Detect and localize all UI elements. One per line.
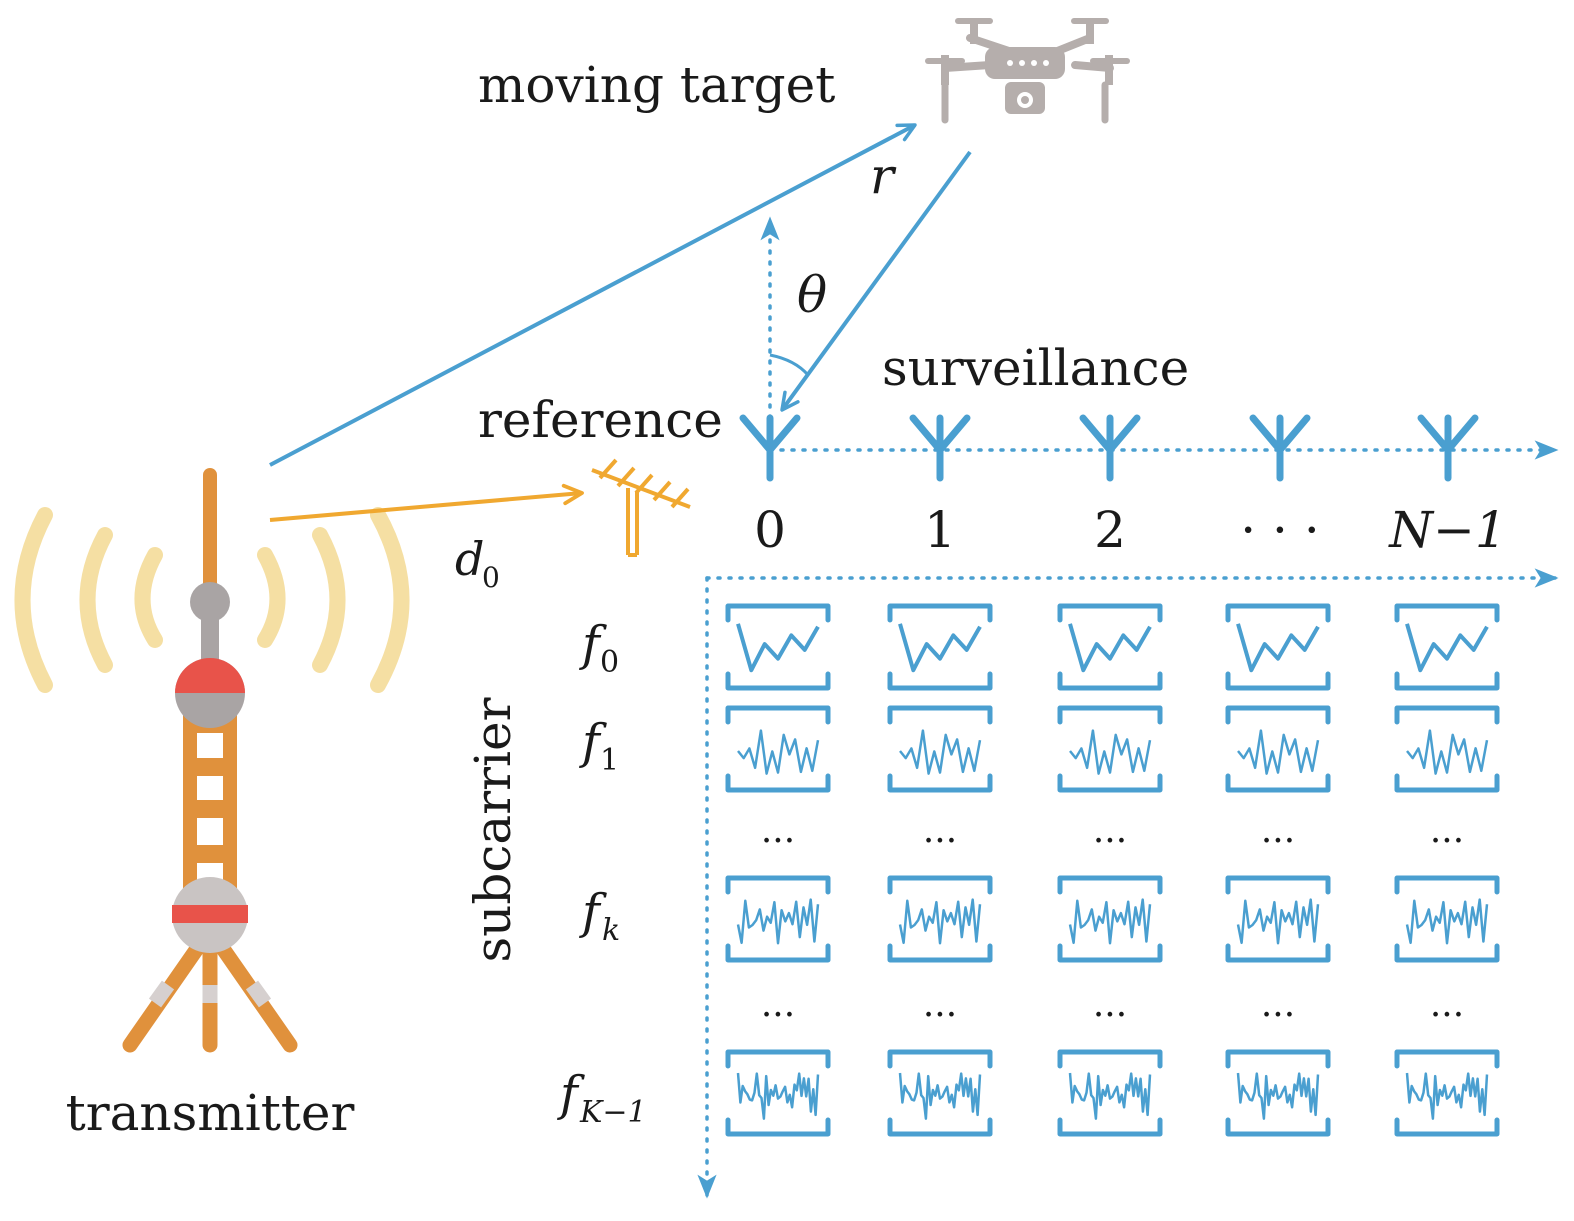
baseline-symbol: d (455, 532, 484, 586)
surveillance-antenna-icon (1417, 414, 1479, 482)
antenna-index: 1 (924, 501, 956, 559)
waveform (1405, 898, 1489, 945)
signal-box (887, 875, 993, 963)
waveform (1068, 898, 1152, 945)
surveillance-antennas (739, 414, 1479, 482)
waveform (1068, 1072, 1152, 1120)
transmitter-label: transmitter (66, 1084, 355, 1142)
signal-box (725, 875, 831, 963)
waveform (898, 1072, 982, 1120)
ellipsis: ··· (1261, 995, 1295, 1036)
radio-waves-icon (14, 507, 410, 693)
echo-path (780, 150, 972, 412)
ellipsis: ··· (761, 995, 795, 1036)
waveform (1069, 729, 1152, 775)
ellipsis: ··· (923, 821, 957, 862)
antenna-index: 0 (754, 501, 786, 559)
waveform (1405, 1072, 1489, 1120)
waveform (737, 729, 820, 775)
waveform (1237, 729, 1320, 775)
surveillance-indices: 0 1 2 · · · N−1 (754, 501, 1507, 559)
waveform (736, 898, 820, 945)
signal-box (1057, 1049, 1163, 1137)
angle-arc (769, 353, 810, 377)
moving-target-label: moving target (478, 56, 835, 114)
signal-matrix (725, 603, 1500, 1137)
signal-box (1057, 603, 1163, 691)
waveform (736, 623, 820, 673)
signal-box (725, 1049, 831, 1137)
ellipsis: ··· (1093, 995, 1127, 1036)
signal-box (887, 603, 993, 691)
signal-box (725, 705, 831, 793)
reference-antenna-icon (591, 458, 691, 557)
subcarrier-subscript: 0 (600, 645, 619, 680)
surveillance-antenna-icon (1079, 414, 1141, 482)
waveform (898, 898, 982, 945)
ellipsis: ··· (1093, 821, 1127, 862)
signal-box (1394, 875, 1500, 963)
reference-path (269, 483, 584, 522)
surveillance-antenna-icon (1249, 414, 1311, 482)
surveillance-antenna-icon (909, 414, 971, 482)
waveform (736, 1072, 820, 1120)
waveform (898, 623, 982, 673)
antenna-index: 2 (1094, 501, 1126, 559)
signal-box (1394, 705, 1500, 793)
signal-box (1057, 705, 1163, 793)
waveform (1236, 623, 1320, 673)
ellipsis: ··· (1430, 821, 1464, 862)
signal-box (887, 705, 993, 793)
signal-box (1225, 875, 1331, 963)
range-symbol: r (870, 147, 897, 205)
angle-symbol: θ (797, 266, 827, 324)
waveform (1236, 898, 1320, 945)
subcarrier-subscript: K−1 (579, 1095, 647, 1130)
signal-box (1394, 1049, 1500, 1137)
signal-box (1225, 1049, 1331, 1137)
signal-box (1057, 875, 1163, 963)
signal-box (725, 603, 831, 691)
baseline-subscript: 0 (482, 561, 500, 594)
transmitter-tower (14, 468, 410, 1053)
waveform (1406, 729, 1489, 775)
subcarrier-subscript: k (602, 913, 620, 948)
waveform (1236, 1072, 1320, 1120)
subcarrier-label: subcarrier (464, 697, 522, 962)
drone-icon (925, 18, 1130, 124)
direct-path-to-target (269, 123, 917, 467)
waveform (1068, 623, 1152, 673)
subcarrier-row-labels: f 0 f 1 f k f K−1 (557, 616, 647, 1130)
antenna-index: · · · (1240, 501, 1319, 559)
surveillance-label: surveillance (882, 339, 1189, 397)
signal-box (887, 1049, 993, 1137)
signal-box (1394, 603, 1500, 691)
ellipsis-rows: ··· ··· ··· ··· ··· ··· ··· ··· ··· ··· (761, 821, 1464, 1036)
signal-box (1225, 603, 1331, 691)
ellipsis: ··· (761, 821, 795, 862)
waveform (899, 729, 982, 775)
waveform (1405, 623, 1489, 673)
surveillance-antenna-icon (739, 414, 801, 482)
ellipsis: ··· (1261, 821, 1295, 862)
antenna-index: N−1 (1388, 501, 1506, 559)
signal-box (1225, 705, 1331, 793)
baseline-label: d 0 (455, 532, 500, 594)
ellipsis: ··· (1430, 995, 1464, 1036)
ellipsis: ··· (923, 995, 957, 1036)
reference-label: reference (478, 391, 723, 449)
subcarrier-subscript: 1 (600, 743, 619, 778)
